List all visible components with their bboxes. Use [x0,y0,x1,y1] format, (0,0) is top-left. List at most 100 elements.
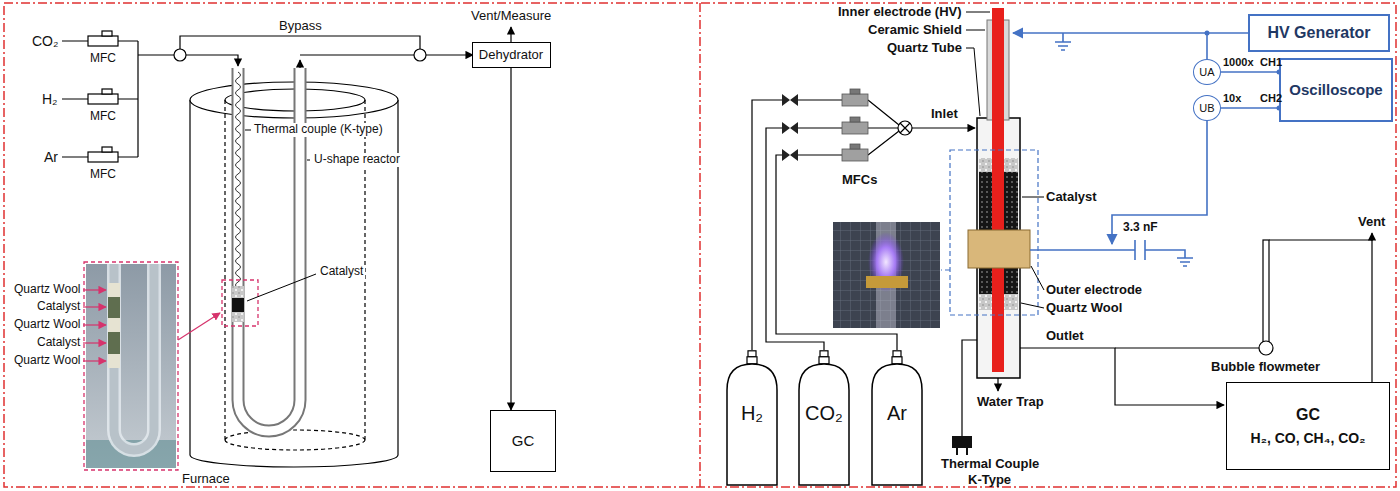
gas-line [912,127,975,128]
thermocouple-plug [957,448,967,455]
channel-label: CH1 [1260,56,1282,69]
gas-line [962,340,977,436]
leader-line [83,342,106,343]
panel-frame [4,3,1396,487]
plasma-reactor [968,230,1030,268]
gas-line [997,378,998,391]
gas-line [62,41,88,157]
gas-line [766,128,824,350]
gain-label: 1000x [1223,56,1254,69]
gas-line [752,100,975,350]
valve-symbol [174,49,186,61]
leader-line [245,130,316,301]
mixer-symbol [898,121,912,135]
mfc-symbol [88,36,118,46]
node-subtext: H₂, CO, CH₄, CO₂ [1251,430,1366,446]
node-text: H₂ [741,402,763,425]
catalyst-bed [232,286,244,298]
node-text: UB [1199,102,1214,115]
node-text: MFC [90,52,116,66]
bubble-flowmeter [1259,341,1273,355]
cylinder-outline [872,364,922,485]
cylinder-outline [892,357,902,364]
highlight-box [222,280,258,326]
leader-line [307,160,310,161]
gas-line [1020,348,1224,405]
mfc-box: MFC [86,146,120,182]
highlight-box [84,262,258,470]
leader-line [83,306,106,307]
mfc-box: MFC [86,88,120,124]
flow-label: Outlet [1046,329,1084,344]
plasma-reactor [992,8,1004,372]
cylinder-outline [893,351,901,357]
leader-line [245,130,251,131]
mfc-symbol [86,146,120,164]
mfc-symbol [850,117,860,122]
cylinder-outline [820,351,828,357]
mixer-symbol [898,121,912,135]
leader-line [1021,303,1044,308]
valve-symbol [782,122,798,134]
part-label: Thermal couple (K-type) [252,123,385,137]
panel-frame [4,3,1396,487]
leader-line [83,290,220,361]
gas-line [510,27,511,42]
plasma-photo [833,222,940,328]
electric-wire [1013,33,1248,266]
zoom-box [941,150,1038,315]
part-label: Catalyst [37,336,80,350]
leader-line [966,12,1044,308]
part-label: Thermal Couple [941,457,1039,472]
part-label: Bubble flowmeter [1211,360,1320,375]
connector [1221,71,1279,73]
node-text: MFC [90,168,116,182]
mfc-symbol [88,94,118,104]
part-label: Catalyst [318,265,365,279]
part-label: MFCs [842,173,877,188]
cylinder-outline [819,357,829,364]
gc-box: GCH₂, CO, CH₄, CO₂ [1226,382,1390,470]
mfc-symbol [102,147,112,152]
node-text: UA [1199,66,1214,79]
leader-line [247,274,316,301]
gas-cylinder: H₂ [723,350,781,486]
thermocouple-coil [236,72,241,294]
valve-symbol [782,149,798,161]
flow-label: Inlet [931,107,958,122]
leader-line [966,48,980,116]
gas-line [1371,233,1372,241]
process-box: Dehydrator [472,42,551,68]
junction-dot [1205,31,1210,36]
gas-cylinder: Ar [868,350,926,486]
mfc-symbol [102,31,112,36]
gas-line [1115,347,1259,348]
gas-line [300,54,414,55]
reactor-photo [86,264,176,468]
leader-line [83,289,106,290]
connector [510,68,511,410]
mfc-symbol [88,152,118,162]
mfc-symbol [850,144,860,149]
part-label: Inner electrode (HV) [838,5,962,20]
zoom-box [941,269,950,270]
thermocouple-coil [236,72,241,294]
cylinder-outline [799,364,849,485]
mfc-symbol [842,94,868,106]
leader-line [83,360,106,361]
flow-label: Vent [1358,215,1385,230]
leader-line [966,30,985,31]
gas-label: CO₂ [32,33,58,49]
figure-label: Furnace [182,472,230,487]
connector [1221,107,1279,109]
electric-wire [1112,121,1207,244]
node-text: Oscilloscope [1289,81,1382,98]
voltage-probe: UB [1193,95,1221,121]
zoom-box [950,150,1038,315]
mixer-symbol [900,123,910,133]
gas-line [426,54,473,55]
valve-symbol [414,49,426,61]
gas-line [118,41,174,157]
